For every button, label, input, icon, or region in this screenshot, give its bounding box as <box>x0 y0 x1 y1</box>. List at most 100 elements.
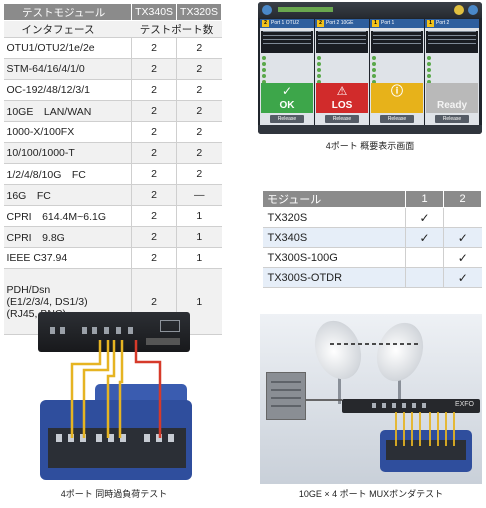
tx340s-ports: 2 <box>131 79 177 101</box>
device-panel <box>160 320 180 332</box>
status-los: ⚠LOS <box>316 83 368 113</box>
signal-list <box>425 54 479 86</box>
interface-name: STM-64/16/4/1/0 <box>3 58 132 80</box>
header-module: モジュール <box>262 190 406 208</box>
tx320s-ports: 1 <box>176 226 222 248</box>
signal-list <box>260 54 314 86</box>
port <box>50 327 55 334</box>
tx320s-ports: 2 <box>176 121 222 143</box>
header-slot-1: 1 <box>405 190 444 208</box>
interface-name: CPRI 9.8G <box>3 226 132 248</box>
port-stats <box>316 31 368 53</box>
header-slot-2: 2 <box>443 190 482 208</box>
table-row: TX320S✓ <box>262 207 482 228</box>
slot-1-check: ✓ <box>405 207 444 228</box>
port-module-number: 2 <box>317 20 324 27</box>
table-row: TX300S-100G ✓ <box>262 247 482 268</box>
slot-1-check <box>405 247 444 268</box>
device-display <box>146 338 180 345</box>
tx340s-ports: 2 <box>131 163 177 185</box>
left-caption: 4ポート 同時過負荷テスト <box>60 489 168 499</box>
release-button[interactable]: Release <box>270 115 304 123</box>
slot-2-check: ✓ <box>443 247 482 268</box>
screen-top-bar <box>258 2 482 18</box>
release-button[interactable]: Release <box>325 115 359 123</box>
tx320s-ports: 2 <box>176 37 222 59</box>
network-switch: EXFO <box>342 399 480 413</box>
status-ready: Ready <box>426 83 478 113</box>
info-icon: ⓘ <box>390 84 403 98</box>
table-row: TX300S-OTDR ✓ <box>262 267 482 288</box>
interface-name: CPRI 614.4M~6.1G <box>3 205 132 227</box>
tx320s-ports: 1 <box>176 205 222 227</box>
interface-name: OTU1/OTU2/1e/2e <box>3 37 132 59</box>
tx340s-ports: 2 <box>131 121 177 143</box>
warning-icon: ⚠ <box>336 84 348 98</box>
interface-name: IEEE C37.94 <box>3 247 132 269</box>
status-label: OK <box>279 100 295 111</box>
port <box>128 327 133 334</box>
header-test-module: テストモジュール <box>2 3 133 21</box>
release-button[interactable]: Release <box>380 115 414 123</box>
port-name: Port 1 <box>271 20 285 26</box>
port-stats <box>261 31 313 53</box>
screen-caption: 4ポート 概要表示画面 <box>325 141 415 151</box>
tx320s-ports: 2 <box>176 58 222 80</box>
tx320s-ports: 2 <box>176 163 222 185</box>
cabinet <box>266 372 306 420</box>
slot-2-check: ✓ <box>443 227 482 248</box>
tx340s-ports: 2 <box>131 247 177 269</box>
settings-icon[interactable] <box>468 5 478 15</box>
module-name: TX320S <box>262 207 406 228</box>
tx320s-ports: — <box>176 184 222 206</box>
port-name: Port 2 <box>326 20 340 26</box>
right-caption: 10GE × 4 ポート MUXボンダテスト <box>298 489 444 499</box>
interface-table: テストモジュール TX340S TX320S インタフェース テストポート数 O… <box>2 3 222 335</box>
port-module-number: 1 <box>372 20 379 27</box>
module-name: TX300S-OTDR <box>262 267 406 288</box>
release-button[interactable]: Release <box>435 115 469 123</box>
home-icon[interactable] <box>262 5 272 15</box>
signal-list <box>370 54 424 86</box>
port <box>82 327 87 334</box>
tx340s-ports: 2 <box>131 58 177 80</box>
status-ok: ✓OK <box>261 83 313 113</box>
slot-2-check: ✓ <box>443 267 482 288</box>
slot-2-check <box>443 207 482 228</box>
interface-name: 1000-X/100FX <box>3 121 132 143</box>
slot-1-check <box>405 267 444 288</box>
module-name: TX300S-100G <box>262 247 406 268</box>
interface-name: 10GE LAN/WAN <box>3 100 132 122</box>
tx320s-ports: 2 <box>176 142 222 164</box>
port-name: Port 2 <box>436 20 450 26</box>
network-device <box>38 312 190 352</box>
tx340s-ports: 2 <box>131 184 177 206</box>
interface-name-line: PDH/Dsn <box>6 283 51 296</box>
tx340s-ports: 2 <box>131 142 177 164</box>
interface-name: 16G FC <box>3 184 132 206</box>
alarm-icon[interactable] <box>454 5 464 15</box>
switch-label: EXFO <box>454 401 474 408</box>
header-tx320s: TX320S <box>176 3 222 21</box>
status-alarm: ⓘ <box>371 83 423 113</box>
port-name: Port 1 <box>381 20 395 26</box>
subheader-test-ports: テストポート数 <box>131 20 222 38</box>
port-module-number: 2 <box>262 20 269 27</box>
subheader-interface: インタフェース <box>3 20 132 38</box>
table-row: TX340S✓✓ <box>262 227 482 248</box>
port <box>104 327 109 334</box>
module-table: モジュール 1 2 TX320S✓TX340S✓✓TX300S-100G✓TX3… <box>262 190 482 288</box>
interface-name-line: (E1/2/3/4, DS1/3) <box>6 295 88 308</box>
